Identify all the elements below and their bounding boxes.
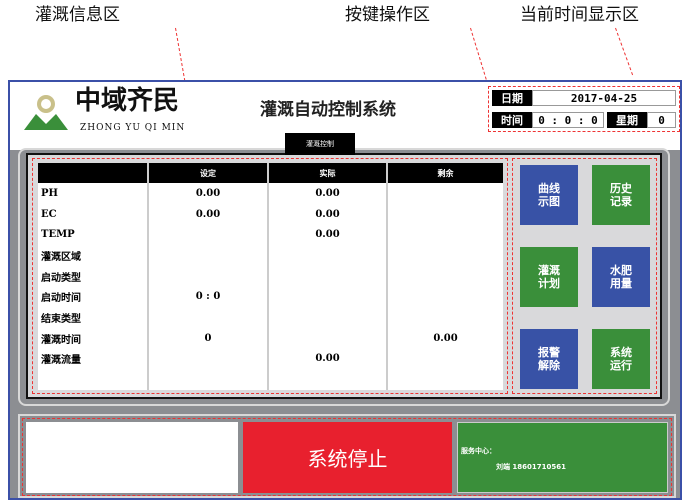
cell-value — [386, 224, 503, 246]
row-label: 启动时间 — [41, 293, 81, 305]
date-label: 日期 — [492, 90, 532, 106]
cell-value — [386, 245, 503, 266]
button-6[interactable]: 系统运行 — [592, 329, 650, 389]
week-value: 0 — [647, 112, 676, 128]
bottom-area-outline — [22, 418, 672, 496]
cell-value: 0.00 — [147, 183, 268, 204]
system-stop-button[interactable]: 系统停止 — [243, 422, 452, 493]
time-label: 时间 — [492, 112, 532, 128]
cell-value — [386, 286, 503, 308]
cell-value — [147, 307, 268, 328]
tab-irrigation-control[interactable]: 灌溉控制 — [285, 133, 355, 155]
button-1[interactable]: 曲线示图 — [520, 165, 578, 225]
logo-icon — [24, 95, 68, 130]
button-label: 系统运行 — [610, 346, 632, 372]
logo-text: 中域齐民 — [75, 86, 180, 116]
button-3[interactable]: 灌溉计划 — [520, 247, 578, 307]
cell-value — [386, 265, 503, 287]
column-header — [38, 163, 148, 183]
cell-value — [386, 348, 503, 370]
row-label: 结束类型 — [41, 313, 81, 325]
row-label: TEMP — [41, 229, 75, 241]
bottom-bar — [18, 414, 676, 498]
row-label: EC — [41, 208, 57, 220]
button-4[interactable]: 水肥用量 — [592, 247, 650, 307]
row-label: 启动类型 — [41, 272, 81, 284]
row-label: 灌溉时间 — [41, 334, 81, 346]
cell-value — [147, 265, 268, 287]
time-area-outline — [488, 86, 680, 132]
annotation-line — [615, 27, 634, 76]
empty-cell — [267, 369, 387, 390]
column-header: 实际 — [267, 163, 387, 183]
button-5[interactable]: 报警解除 — [520, 329, 578, 389]
cell-value — [386, 183, 503, 204]
cell-value — [267, 265, 387, 287]
annotation-info-area: 灌溉信息区 — [35, 5, 120, 25]
table-row: TEMP 0.00 — [38, 224, 503, 246]
button-label: 报警解除 — [538, 346, 560, 372]
cell-value — [147, 224, 268, 246]
service-contact: 刘端 18601710561 — [496, 463, 567, 471]
time-value: 0 : 0 : 0 — [532, 112, 604, 128]
key-area-outline — [512, 158, 657, 394]
cell-value — [386, 307, 503, 328]
table-row: 灌溉流量 0.00 — [38, 348, 503, 370]
column-header: 设定 — [147, 163, 268, 183]
date-value: 2017-04-25 — [532, 90, 676, 106]
cell-value: 0.00 — [386, 327, 503, 349]
cell-value — [386, 203, 503, 225]
table-row: 灌溉时间 0 0.00 — [38, 327, 503, 349]
empty-cell — [386, 369, 503, 390]
cell-value: 0.00 — [267, 224, 387, 246]
cell-value: 0.00 — [147, 203, 268, 225]
message-box — [26, 422, 238, 493]
empty-cell — [38, 369, 148, 390]
cell-value — [267, 245, 387, 266]
cell-value: 0.00 — [267, 348, 387, 370]
column-header: 剩余 — [386, 163, 503, 183]
table-row-empty — [38, 369, 503, 390]
table-row: 灌溉区域 — [38, 245, 503, 266]
cell-value: 0 — [147, 327, 268, 349]
page-title: 灌溉自动控制系统 — [260, 100, 396, 120]
info-area-outline — [32, 158, 508, 394]
service-center-box: 服务中心： 刘端 18601710561 — [457, 422, 668, 493]
cell-value — [147, 348, 268, 370]
row-label: 灌溉流量 — [41, 355, 81, 367]
cell-value: 0.00 — [267, 183, 387, 204]
cell-value — [147, 245, 268, 266]
annotation-key-area: 按键操作区 — [345, 5, 430, 25]
button-label: 灌溉计划 — [538, 264, 560, 290]
cell-value — [267, 286, 387, 308]
table-row: 启动类型 — [38, 265, 503, 287]
table-row: 启动时间 0 : 0 — [38, 286, 503, 308]
week-label: 星期 — [607, 112, 647, 128]
button-label: 水肥用量 — [610, 264, 632, 290]
cell-value: 0 : 0 — [147, 286, 268, 308]
row-label: PH — [41, 187, 58, 199]
button-label: 曲线示图 — [538, 182, 560, 208]
row-label: 灌溉区域 — [41, 251, 81, 263]
button-2[interactable]: 历史记录 — [592, 165, 650, 225]
cell-value — [267, 327, 387, 349]
table-row: 结束类型 — [38, 307, 503, 328]
button-label: 历史记录 — [610, 182, 632, 208]
annotation-time-area: 当前时间显示区 — [520, 5, 639, 25]
empty-cell — [147, 369, 268, 390]
service-title: 服务中心： — [461, 447, 496, 455]
cell-value: 0.00 — [267, 203, 387, 225]
logo-subtext: ZHONG YU QI MIN — [80, 123, 186, 133]
cell-value — [267, 307, 387, 328]
